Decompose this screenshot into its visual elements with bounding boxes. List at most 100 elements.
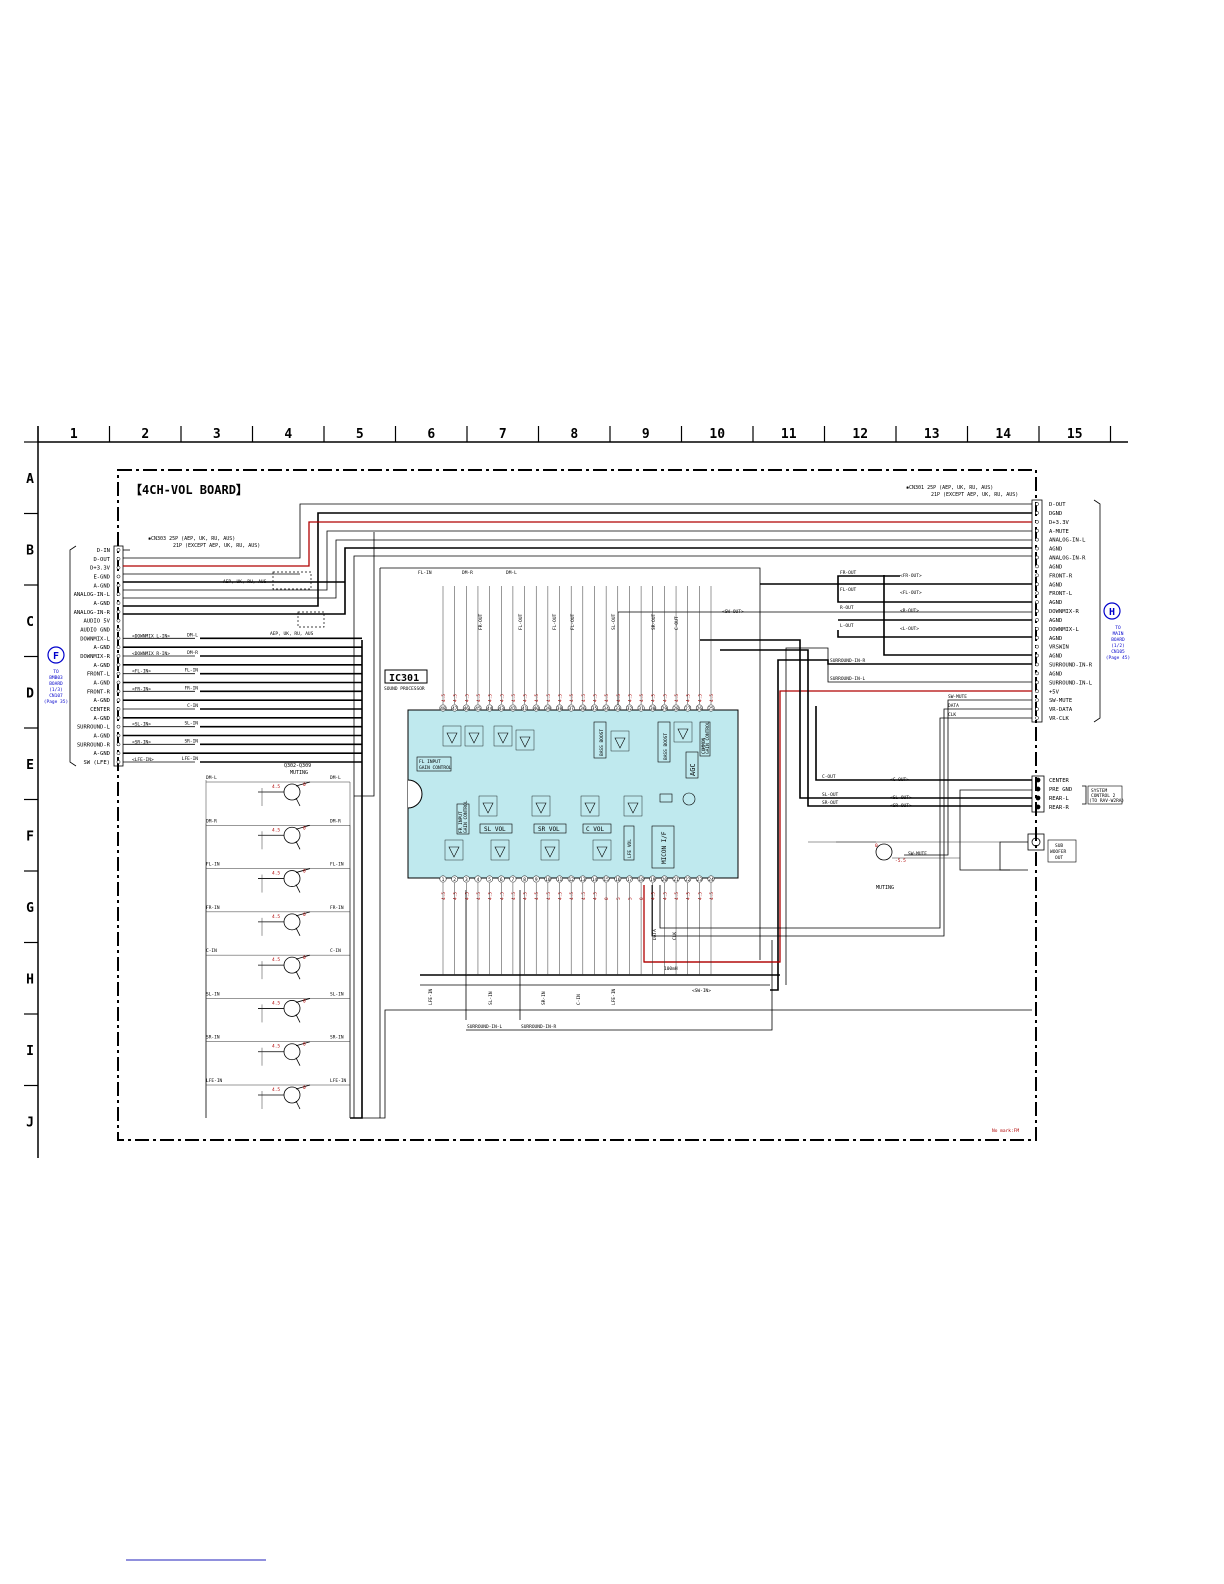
left-in-signal: <DOWNMIX R-IN>	[132, 651, 170, 657]
left-pin-label: A-GND	[93, 663, 110, 669]
ic-bottom-pin: 11	[557, 877, 563, 883]
muting-base-voltage: 4.5	[272, 1044, 280, 1050]
left-pin-label: AUDIO 5V	[84, 619, 111, 625]
left-in-signal: <SR-IN>	[132, 739, 151, 745]
rear-out-signal: <SL-OUT>	[890, 795, 912, 801]
right-note-line: (Page 45)	[1106, 655, 1130, 661]
ic-top-pin: 32	[627, 706, 633, 712]
ic-bottom-voltage: 4.5	[686, 892, 692, 900]
ic-top-voltage: 4.5	[627, 694, 633, 702]
ic-top-pin: 25	[708, 706, 714, 712]
control-label: DATA	[948, 703, 959, 709]
ic-bottom-signal: LFE-IN	[428, 988, 434, 1005]
right-pin-label: FRONT-L	[1049, 591, 1073, 597]
region-note-2: AEP, UK, RU, AUS	[270, 631, 314, 637]
ic-bottom-pin: 6	[500, 877, 503, 883]
sw-out-signal: <SW-OUT>	[722, 609, 744, 615]
left-connector: D-IND-OUTD+3.3VE-GNDA-GNDANALOG-IN-LA-GN…	[44, 545, 124, 767]
right-out-label: FR-OUT	[840, 570, 857, 576]
svg-text:✱CN303 25P (AEP, UK, RU, AUS): ✱CN303 25P (AEP, UK, RU, AUS)	[148, 536, 235, 542]
ic-bottom-signal: SR-IN	[541, 991, 547, 1005]
jack-pin-label: PRE GND	[1049, 787, 1072, 793]
right-pin-label: AGND	[1049, 600, 1062, 606]
surround-r-label: SURROUND-IN-R	[830, 658, 866, 664]
muting-base-voltage: 4.5	[272, 957, 280, 963]
left-pin-label: FRONT-L	[87, 672, 111, 678]
right-pin-label: D-OUT	[1049, 502, 1066, 508]
left-pin-label: CENTER	[90, 707, 111, 713]
column-label: 12	[852, 427, 868, 442]
ic-bottom-voltage: 4.5	[534, 892, 540, 900]
ic-bottom-pin: 9	[535, 877, 538, 883]
left-pin-label: SURROUND-L	[77, 725, 111, 731]
ic-top-pin: 30	[650, 706, 656, 712]
row-label: B	[26, 543, 34, 558]
ic-top-pin: 39	[545, 706, 551, 712]
top-bus-label: FL-IN	[418, 570, 432, 576]
ic-bottom-voltage: 4.5	[662, 892, 668, 900]
ic-bottom-pin: 17	[627, 877, 633, 883]
right-pin-label: DOWNMIX-R	[1049, 609, 1079, 615]
ic-top-pin: 45	[475, 706, 481, 712]
right-out-signal: <FL-OUT>	[900, 590, 922, 596]
bottom-bus-label: SURROUND-IN-L	[467, 1024, 503, 1030]
svg-text:COMMON: COMMON	[701, 737, 707, 754]
ic-top-signal: SL-OUT	[611, 613, 617, 630]
muting-channel-out: FL-IN	[330, 862, 344, 868]
ic-bottom-voltage: 4.5	[674, 892, 680, 900]
left-note-line: BOARD	[49, 681, 63, 687]
ic-top-voltage: 4.5	[476, 694, 482, 702]
right-note-line: MAIN	[1113, 631, 1124, 637]
sw-muting: MUTING SW-MUTE 0 -5.5	[836, 841, 960, 891]
ic-top-pin: 40	[534, 706, 540, 712]
ic-top-pin: 34	[603, 706, 609, 712]
muting-channel-in: FR-IN	[206, 905, 220, 911]
right-pin-label: A-MUTE	[1049, 529, 1069, 535]
column-label: 11	[781, 427, 797, 442]
left-pin-label: ANALOG-IN-R	[74, 610, 111, 616]
svg-text:OUT: OUT	[1055, 855, 1063, 861]
ic-top-voltage: 4.5	[441, 694, 447, 702]
surround-l-label: SURROUND-IN-L	[830, 676, 866, 682]
right-pin-label: AGND	[1049, 636, 1062, 642]
right-out-signal: <R-OUT>	[900, 608, 919, 614]
ic-bottom-voltage: 5	[627, 897, 633, 900]
ic-top-pin: 42	[510, 706, 516, 712]
left-in-signal: <DOWNMIX L-IN>	[132, 633, 170, 639]
ic-top-voltage: 4.5	[616, 694, 622, 702]
rear-out-signal: <C-OUT>	[890, 777, 909, 783]
right-pin-label: +5V	[1049, 689, 1060, 695]
ic-bottom-pin: 2	[453, 877, 456, 883]
ic-top-pin: 33	[615, 706, 621, 712]
svg-text:SR VOL: SR VOL	[538, 826, 560, 833]
badge-f-icon	[47, 646, 65, 664]
muting-channel-out: DM-R	[330, 818, 341, 824]
ic-bottom-pin: 14	[592, 877, 598, 883]
region-box-1	[272, 571, 312, 590]
right-pin-label: VR-CLK	[1049, 716, 1070, 722]
ic-top-pin: 28	[673, 706, 679, 712]
muting-channel-out: SL-IN	[330, 991, 344, 997]
right-out-label: FL-OUT	[840, 587, 857, 593]
ic-top-pin: 46	[464, 706, 470, 712]
ic301: IC301 SOUND PROCESSOR 484.5474.5464.5454…	[384, 586, 739, 975]
ic-bottom-voltage: 4.5	[523, 892, 529, 900]
ic-top-signal: FL-OUT	[552, 613, 558, 630]
ic-top-voltage: 4.5	[523, 694, 529, 702]
muting-channel-in: DM-R	[206, 818, 217, 824]
right-pin-label: AGND	[1049, 671, 1062, 677]
muting-collector-voltage: 0	[303, 912, 306, 918]
muting-channel-in: DM-L	[206, 775, 217, 781]
ic-bottom-voltage: 4.5	[558, 892, 564, 900]
right-pin-label: ANALOG-IN-R	[1049, 556, 1086, 562]
left-pin-label: A-GND	[93, 751, 110, 757]
svg-text:SUB: SUB	[1055, 843, 1063, 849]
left-in-label: LFE-IN	[182, 756, 199, 762]
ic-bottom-signal: C-IN	[576, 994, 582, 1005]
ic-top-voltage: 4.5	[686, 694, 692, 702]
row-label: D	[26, 686, 34, 701]
ic-top-voltage: 4.5	[651, 694, 657, 702]
svg-text:21P (EXCEPT AEP, UK, RU, AUS): 21P (EXCEPT AEP, UK, RU, AUS)	[931, 492, 1018, 498]
svg-text:GAIN CONTROL: GAIN CONTROL	[419, 765, 452, 771]
